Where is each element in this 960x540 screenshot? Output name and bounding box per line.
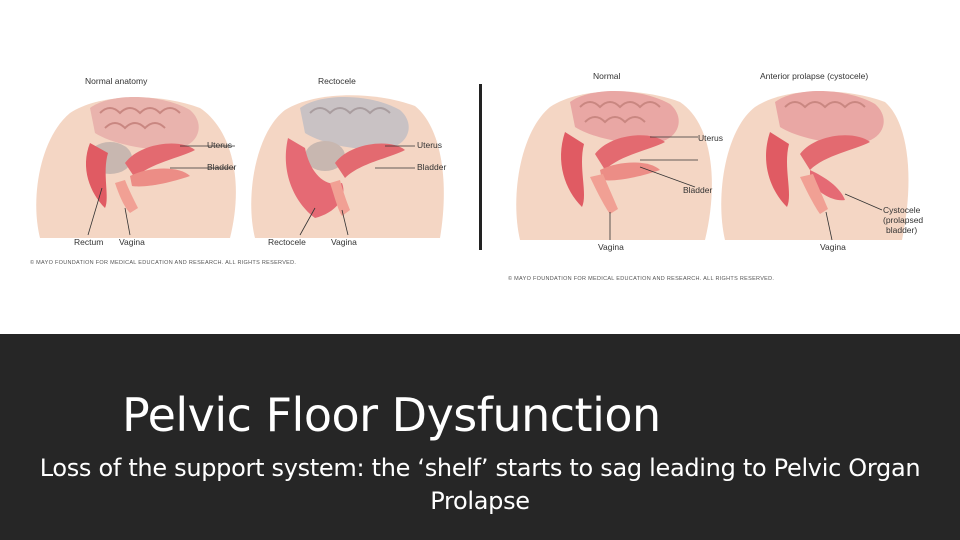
cystocele-diagram — [721, 91, 908, 240]
normal-diagram — [516, 91, 712, 240]
vagina-left-label: Vagina — [598, 242, 624, 252]
illustration-area: Normal anatomy Rectocele — [0, 0, 960, 334]
right-anatomy-illustration — [510, 82, 910, 252]
left-anatomy-illustration — [30, 88, 450, 253]
bladder-label: Bladder — [683, 185, 712, 195]
cystocele-label-3: bladder) — [886, 225, 917, 235]
rectocele-label: Rectocele — [268, 237, 306, 247]
anterior-prolapse-heading: Anterior prolapse (cystocele) — [760, 71, 868, 81]
slide-subtitle: Loss of the support system: the ‘shelf’ … — [30, 452, 930, 518]
rectocele-diagram — [251, 95, 444, 238]
rectocele-vagina-label: Vagina — [331, 237, 357, 247]
right-copyright: © MAYO FOUNDATION FOR MEDICAL EDUCATION … — [508, 276, 774, 282]
normal-anatomy-diagram — [36, 97, 236, 238]
normal-vagina-label: Vagina — [119, 237, 145, 247]
normal-anatomy-heading: Normal anatomy — [85, 76, 147, 86]
cystocele-label-2: (prolapsed — [883, 215, 923, 225]
slide-title: Pelvic Floor Dysfunction — [122, 388, 661, 442]
normal-bladder-label: Bladder — [207, 162, 236, 172]
vagina-right-label: Vagina — [820, 242, 846, 252]
rectocele-bladder-label: Bladder — [417, 162, 446, 172]
figure-divider — [479, 84, 482, 250]
cystocele-label-1: Cystocele — [883, 205, 920, 215]
uterus-label: Uterus — [698, 133, 723, 143]
normal-rectum-label: Rectum — [74, 237, 103, 247]
rectocele-uterus-label: Uterus — [417, 140, 442, 150]
left-copyright: © MAYO FOUNDATION FOR MEDICAL EDUCATION … — [30, 260, 296, 266]
normal-uterus-label: Uterus — [207, 140, 232, 150]
normal-heading: Normal — [593, 71, 620, 81]
rectocele-heading: Rectocele — [318, 76, 356, 86]
